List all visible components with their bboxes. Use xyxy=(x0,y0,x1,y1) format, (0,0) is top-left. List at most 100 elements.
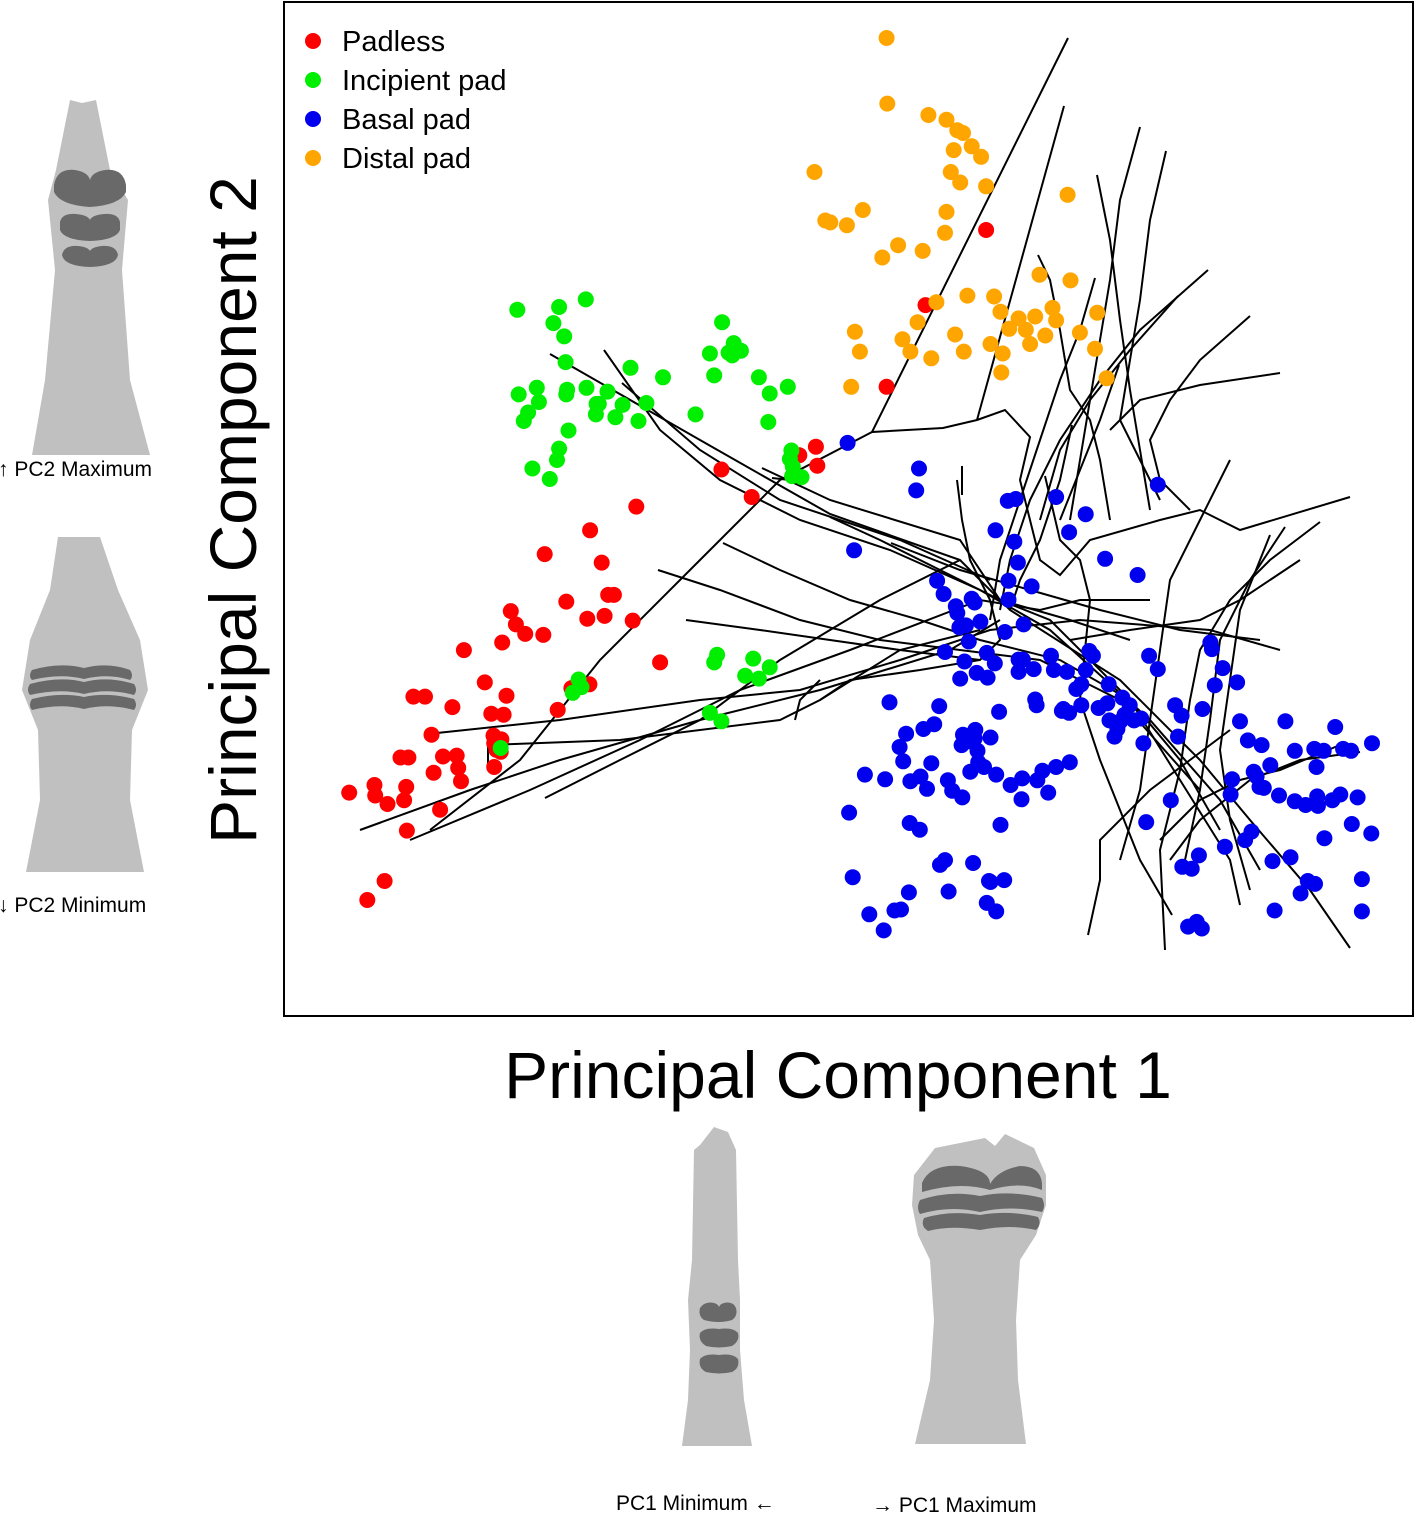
point-basal-pad xyxy=(1297,797,1314,813)
point-distal-pad xyxy=(920,107,937,123)
point-incipient-pad xyxy=(709,646,726,663)
point-basal-pad xyxy=(1229,674,1246,691)
point-padless xyxy=(624,612,641,629)
point-incipient-pad xyxy=(578,379,595,396)
point-incipient-pad xyxy=(737,667,754,684)
point-distal-pad xyxy=(992,303,1009,320)
point-padless xyxy=(476,674,493,691)
pc1-max-lamella-1 xyxy=(922,1165,1042,1192)
point-padless xyxy=(379,796,396,812)
point-basal-pad xyxy=(1193,920,1210,937)
point-basal-pad xyxy=(1286,742,1303,759)
point-basal-pad xyxy=(861,906,878,923)
point-basal-pad xyxy=(979,669,996,686)
tree-line xyxy=(819,479,1002,701)
point-incipient-pad xyxy=(614,396,631,413)
point-padless xyxy=(713,461,730,478)
point-padless xyxy=(435,748,451,765)
tree-line xyxy=(489,629,981,746)
point-distal-pad xyxy=(978,178,995,195)
point-padless xyxy=(398,822,415,839)
point-distal-pad xyxy=(938,203,955,220)
point-incipient-pad xyxy=(750,670,767,687)
point-basal-pad xyxy=(1194,701,1211,717)
point-basal-pad xyxy=(991,703,1008,720)
pc2-max-caption: ↑ PC2 Maximum xyxy=(0,458,152,481)
point-basal-pad xyxy=(898,725,915,742)
point-padless xyxy=(453,773,469,790)
point-padless xyxy=(605,586,622,603)
point-incipient-pad xyxy=(520,404,537,421)
point-basal-pad xyxy=(935,586,952,602)
point-distal-pad xyxy=(878,30,895,46)
tree-line xyxy=(1037,254,1111,521)
point-basal-pad xyxy=(996,872,1013,889)
pc1-max-shape: → PC1 Maximum xyxy=(872,1134,1046,1517)
tree-line xyxy=(1119,459,1231,861)
point-incipient-pad xyxy=(557,354,574,371)
point-padless xyxy=(359,892,376,908)
pc2-max-lamella-3 xyxy=(62,245,118,267)
point-basal-pad xyxy=(1023,578,1040,595)
pc1-max-lamella-2 xyxy=(918,1193,1044,1214)
point-padless xyxy=(494,634,511,651)
point-distal-pad xyxy=(923,350,940,367)
point-padless xyxy=(558,593,575,610)
point-incipient-pad xyxy=(779,378,796,395)
tree-line xyxy=(999,269,1209,611)
point-distal-pad xyxy=(1087,340,1103,357)
pc1-min-lamella-1 xyxy=(699,1302,737,1322)
point-basal-pad xyxy=(976,759,992,775)
point-basal-pad xyxy=(1084,647,1101,664)
legend-marker-basal-pad xyxy=(305,111,321,127)
point-basal-pad xyxy=(1135,735,1152,752)
point-incipient-pad xyxy=(556,328,573,345)
point-basal-pad xyxy=(1364,735,1380,752)
point-basal-pad xyxy=(895,753,912,770)
point-padless xyxy=(425,764,442,781)
point-basal-pad xyxy=(1162,792,1179,809)
point-basal-pad xyxy=(1010,651,1027,668)
point-distal-pad xyxy=(938,111,955,128)
point-distal-pad xyxy=(914,242,931,259)
point-distal-pad xyxy=(874,249,891,266)
point-basal-pad xyxy=(844,869,861,886)
point-incipient-pad xyxy=(622,359,639,376)
point-basal-pad xyxy=(1141,647,1158,664)
point-padless xyxy=(593,554,610,571)
tree-line xyxy=(1087,729,1231,936)
point-distal-pad xyxy=(993,364,1010,381)
point-incipient-pad xyxy=(655,369,671,386)
point-basal-pad xyxy=(1214,660,1231,677)
point-padless xyxy=(549,701,566,718)
point-incipient-pad xyxy=(630,413,647,429)
point-basal-pad xyxy=(926,716,943,733)
point-basal-pad xyxy=(1061,704,1078,721)
point-basal-pad xyxy=(972,613,989,630)
point-incipient-pad xyxy=(701,345,718,362)
point-basal-pad xyxy=(923,755,940,772)
point-distal-pad xyxy=(945,142,962,159)
point-padless xyxy=(582,522,599,539)
pc2-min-shape: ↓ PC2 Minimum xyxy=(0,537,148,917)
point-basal-pad xyxy=(1262,757,1279,774)
pc1-max-toe-outline xyxy=(912,1134,1046,1444)
point-basal-pad xyxy=(1010,663,1027,680)
point-padless xyxy=(396,792,413,809)
point-basal-pad xyxy=(1073,697,1090,714)
pc1-min-lamella-3 xyxy=(699,1354,739,1374)
point-incipient-pad xyxy=(510,386,527,403)
point-padless xyxy=(743,489,760,505)
point-padless xyxy=(517,625,534,642)
point-padless xyxy=(405,688,422,705)
point-padless xyxy=(400,749,417,766)
point-basal-pad xyxy=(1061,524,1078,541)
tree-line xyxy=(829,516,1131,641)
point-basal-pad xyxy=(1149,661,1166,678)
point-basal-pad xyxy=(1077,662,1094,678)
point-padless xyxy=(535,626,552,643)
point-basal-pad xyxy=(1343,742,1360,759)
point-padless xyxy=(483,705,500,722)
point-padless xyxy=(444,699,461,716)
